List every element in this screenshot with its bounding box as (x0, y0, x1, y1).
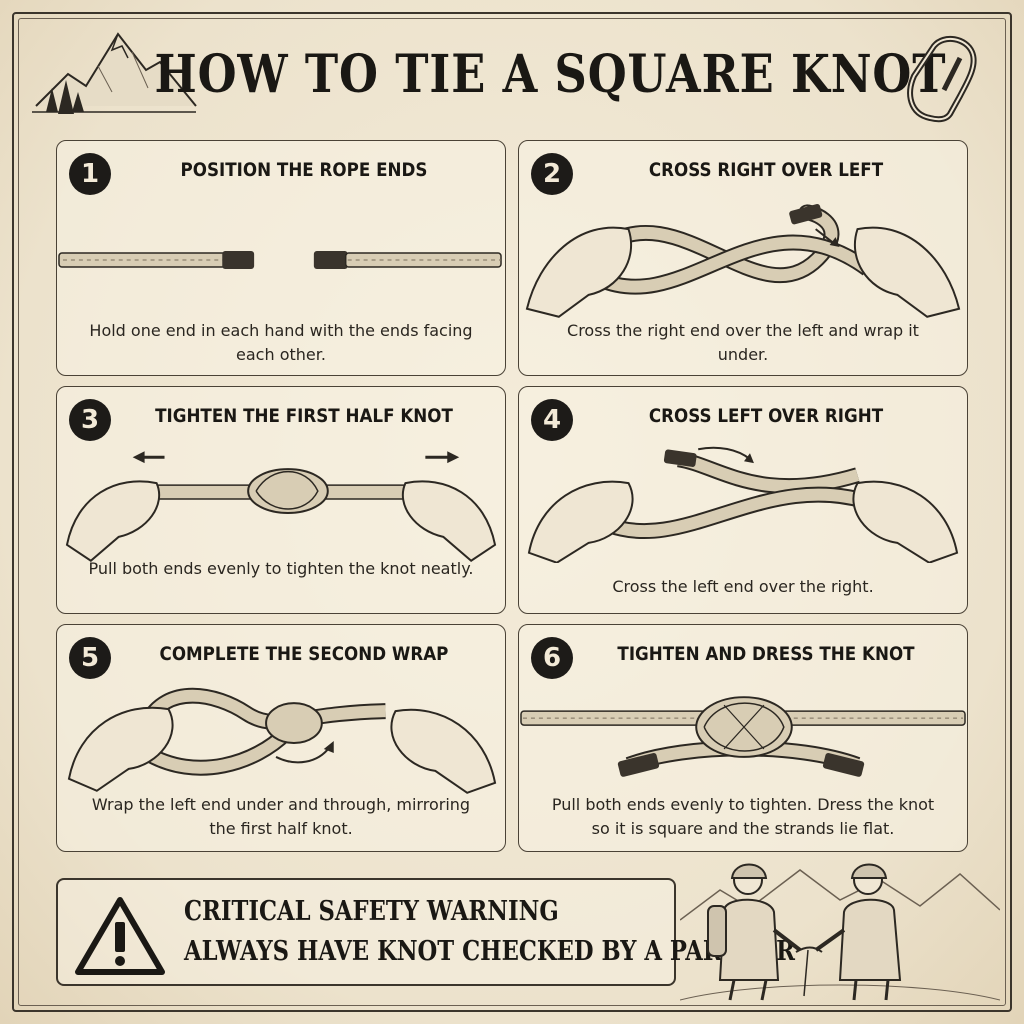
step-number-badge: 6 (531, 637, 573, 679)
step-card-6: 6 TIGHTEN AND DRESS THE KNOT Pull both e… (518, 624, 968, 852)
step-caption: Pull both ends evenly to tighten. Dress … (547, 793, 939, 841)
step-card-2: 2 CROSS RIGHT OVER LEFT Cross the right … (518, 140, 968, 376)
step-card-5: 5 COMPLETE THE SECOND WRAP Wrap the left… (56, 624, 506, 852)
step-number-badge: 5 (69, 637, 111, 679)
step-caption: Cross the right end over the left and wr… (547, 319, 939, 367)
page-title: HOW TO TIE A SQUARE KNOT (154, 44, 946, 105)
climbers-illustration (680, 850, 1000, 1010)
step-title: TIGHTEN THE FIRST HALF KNOT (139, 405, 468, 427)
step-number-badge: 1 (69, 153, 111, 195)
step-caption: Hold one end in each hand with the ends … (85, 319, 477, 367)
step-number-badge: 4 (531, 399, 573, 441)
complete-second-wrap-illustration (57, 683, 505, 801)
cross-left-over-right-illustration (519, 445, 967, 563)
safety-warning-box: CRITICAL SAFETY WARNING ALWAYS HAVE KNOT… (56, 878, 676, 986)
step-caption: Cross the left end over the right. (547, 575, 939, 599)
cross-right-over-left-illustration (519, 199, 967, 319)
step-title: POSITION THE ROPE ENDS (139, 159, 468, 181)
title-bar: HOW TO TIE A SQUARE KNOT (190, 34, 910, 114)
rope-ends-illustration (57, 237, 505, 287)
step-title: CROSS RIGHT OVER LEFT (601, 159, 930, 181)
step-number-badge: 2 (531, 153, 573, 195)
step-title: TIGHTEN AND DRESS THE KNOT (601, 643, 930, 665)
warning-heading: CRITICAL SAFETY WARNING (184, 896, 559, 927)
warning-triangle-icon (74, 894, 166, 976)
step-card-4: 4 CROSS LEFT OVER RIGHT Cross the left e… (518, 386, 968, 614)
carabiner-icon (900, 34, 984, 126)
tighten-first-half-knot-illustration (57, 445, 505, 563)
tighten-dress-knot-illustration (519, 685, 967, 795)
step-title: CROSS LEFT OVER RIGHT (601, 405, 930, 427)
step-caption: Wrap the left end under and through, mir… (85, 793, 477, 841)
step-caption: Pull both ends evenly to tighten the kno… (85, 557, 477, 581)
step-title: COMPLETE THE SECOND WRAP (139, 643, 468, 665)
step-card-3: 3 TIGHTEN THE FIRST HALF KNOT Pull both … (56, 386, 506, 614)
step-number-badge: 3 (69, 399, 111, 441)
step-card-1: 1 POSITION THE ROPE ENDS Hold one end in… (56, 140, 506, 376)
